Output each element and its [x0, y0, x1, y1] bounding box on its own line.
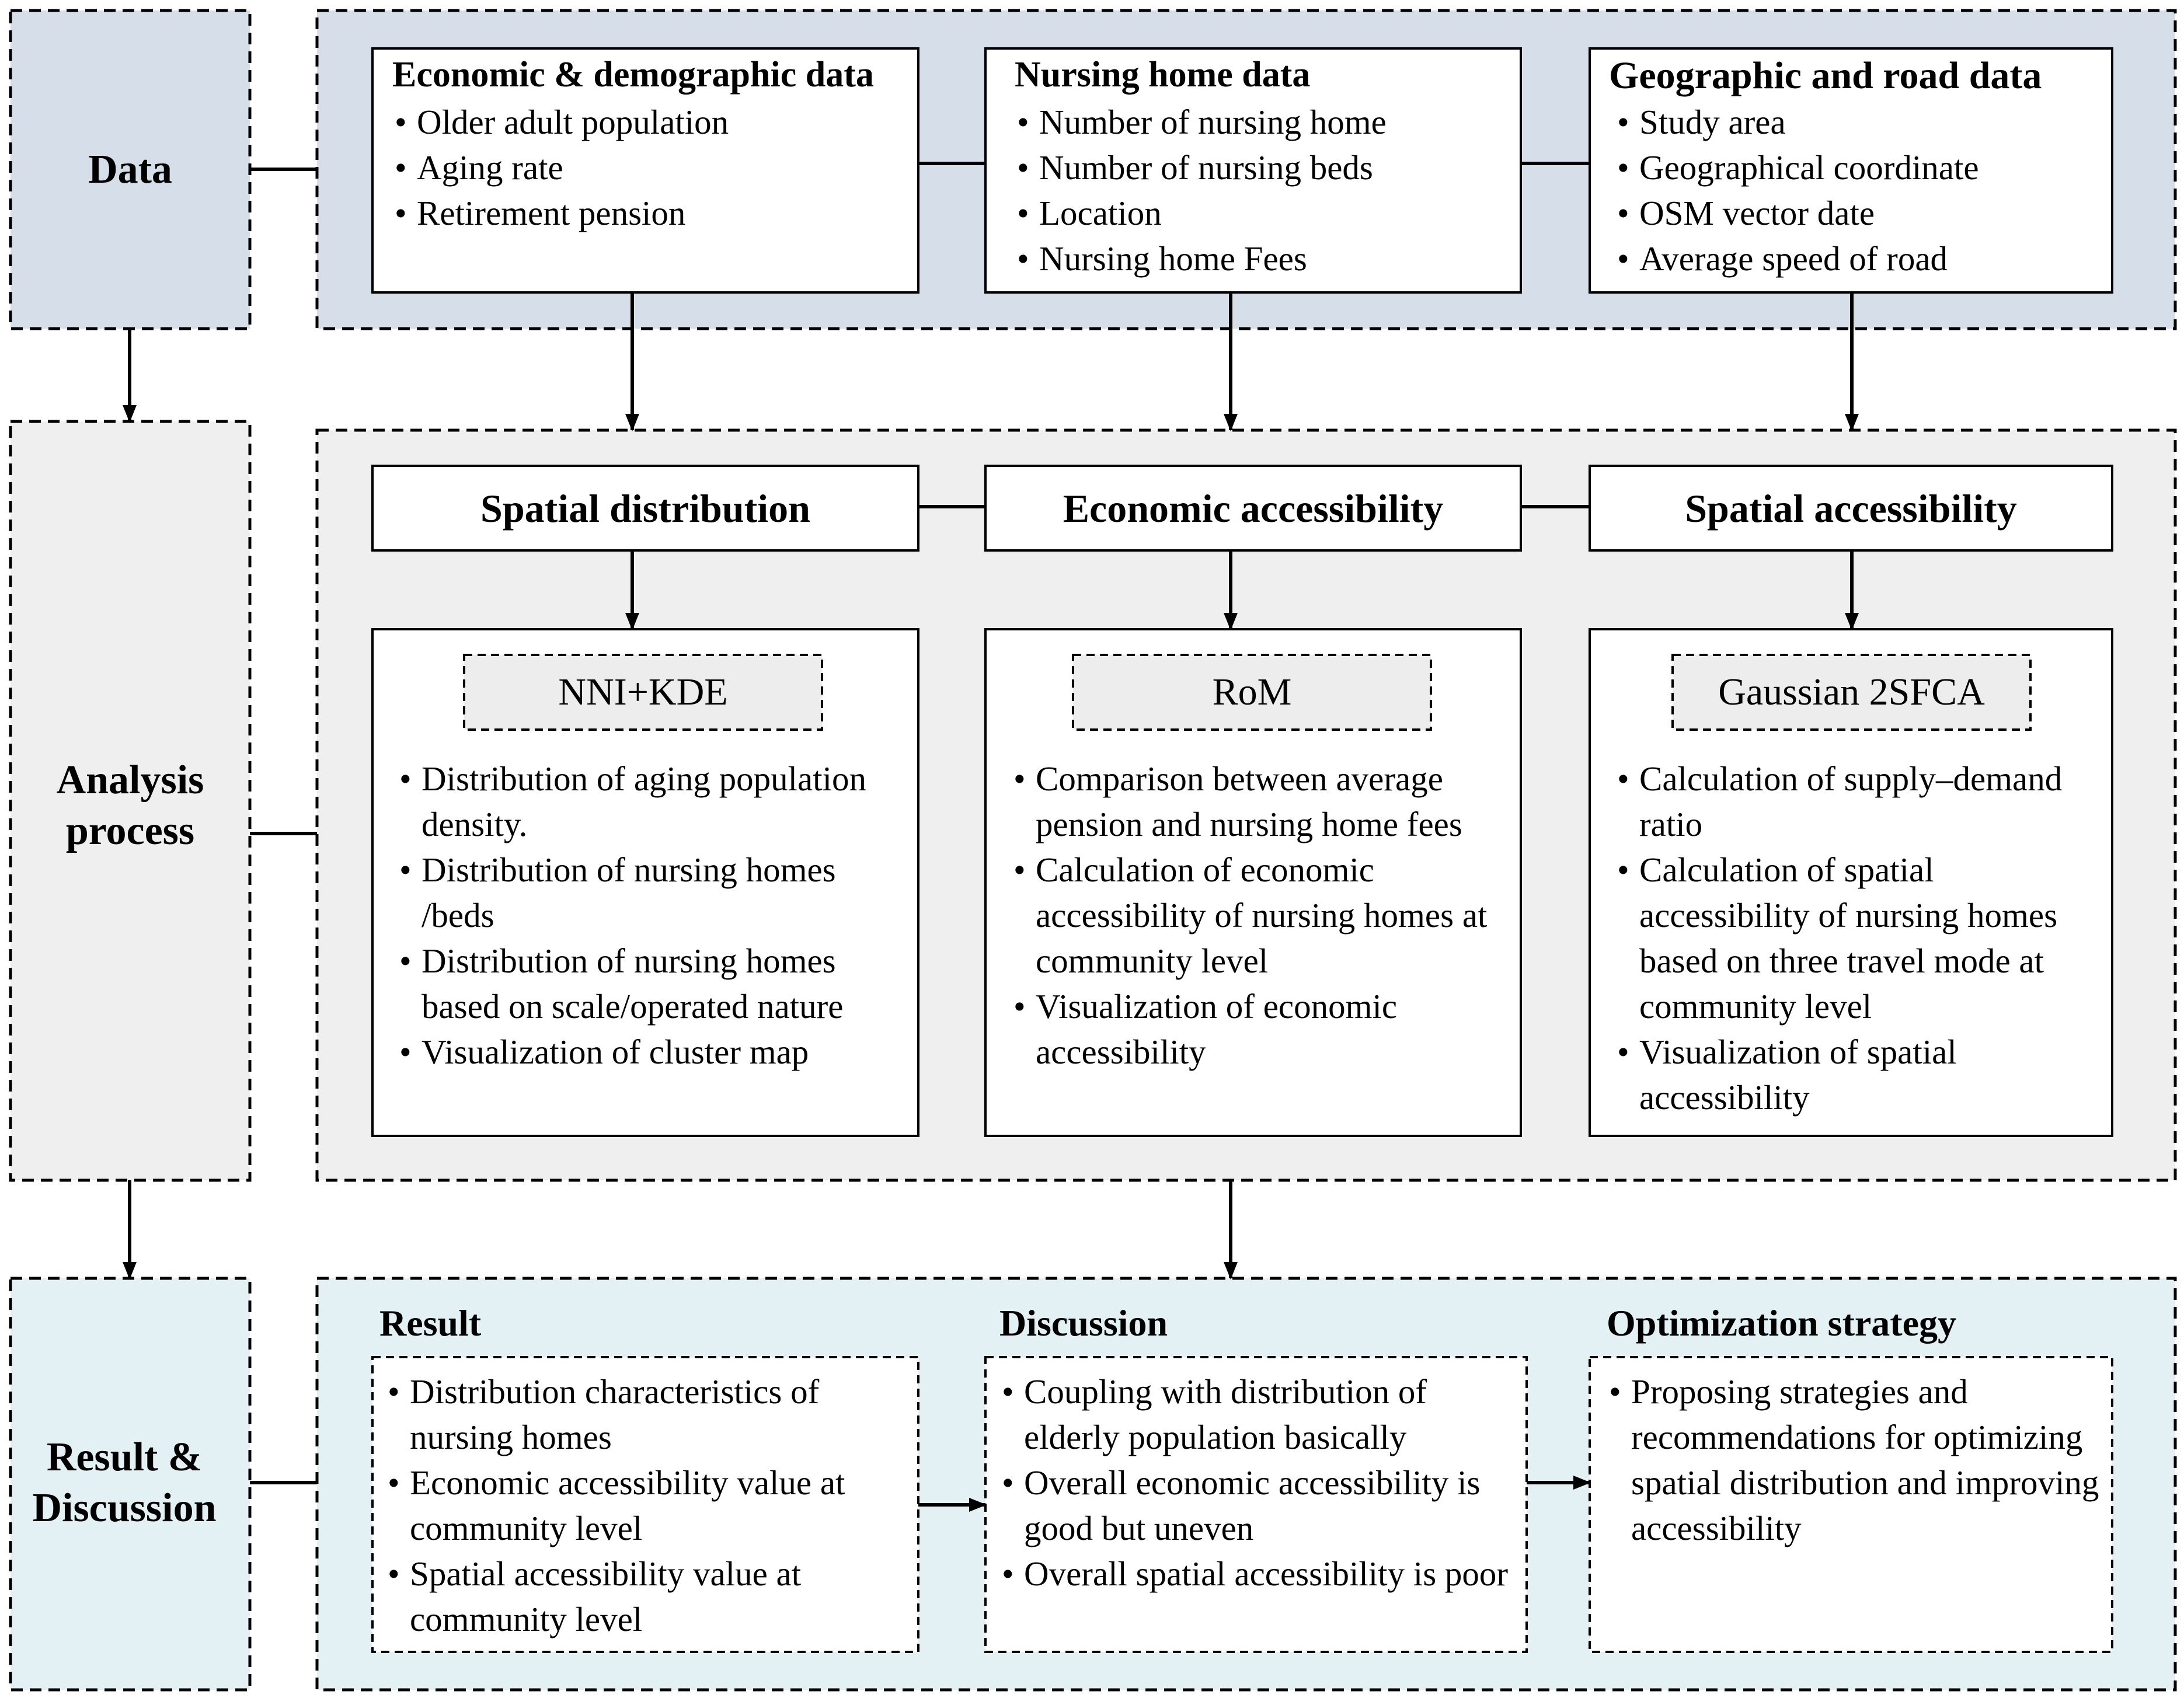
- result-label-panel: [9, 1277, 252, 1692]
- head-box-economic-accessibility: [984, 465, 1522, 552]
- analysis-head-spatial-distribution: Spatial distribution: [480, 486, 810, 531]
- list-item: Retirement pension: [392, 190, 906, 236]
- head-box-spatial-distribution: [371, 465, 919, 552]
- list-item: Aging rate: [392, 145, 906, 190]
- data-label-panel: [9, 9, 252, 330]
- method-list-1: Distribution of aging population density…: [397, 756, 899, 1075]
- result-list-3: Proposing strategies and recommendations…: [1607, 1369, 2103, 1551]
- section-label-result: Result & Discussion: [32, 1434, 217, 1531]
- result-title-optimization: Optimization strategy: [1607, 1302, 1956, 1344]
- head-box-spatial-accessibility: [1589, 465, 2113, 552]
- data-box-list-geographic: Study area Geographical coordinate OSM v…: [1615, 99, 2105, 281]
- list-item: Spatial accessibility value at community…: [385, 1551, 911, 1642]
- list-item: Proposing strategies and recommendations…: [1607, 1369, 2103, 1551]
- section-label-analysis: Analysis process: [56, 757, 204, 854]
- analysis-head-economic-accessibility: Economic accessibility: [1063, 486, 1444, 531]
- list-item: Calculation of spatial accessibility of …: [1615, 847, 2106, 1029]
- method-tag-nni-kde: NNI+KDE: [558, 671, 728, 713]
- list-item: Number of nursing beds: [1015, 145, 1511, 190]
- list-item: Calculation of economic accessibility of…: [1011, 847, 1513, 984]
- method-list-2: Comparison between average pension and n…: [1011, 756, 1513, 1075]
- data-box-title-geographic: Geographic and road data: [1609, 54, 2042, 97]
- method-list-3: Calculation of supply–demand ratio Calcu…: [1615, 756, 2106, 1120]
- list-item: Calculation of supply–demand ratio: [1615, 756, 2106, 847]
- list-item: Visualization of cluster map: [397, 1029, 899, 1075]
- result-list-1: Distribution characteristics of nursing …: [385, 1369, 911, 1642]
- data-box-title-nursing: Nursing home data: [1015, 55, 1311, 95]
- analysis-head-spatial-accessibility: Spatial accessibility: [1685, 486, 2017, 531]
- analysis-label-panel: [9, 420, 252, 1182]
- result-title-discussion: Discussion: [999, 1302, 1168, 1344]
- data-box-title-economic: Economic & demographic data: [392, 55, 874, 95]
- list-item: Distribution of aging population density…: [397, 756, 899, 847]
- tag-box-1: [463, 654, 823, 731]
- section-label-data: Data: [88, 147, 172, 192]
- list-item: Economic accessibility value at communit…: [385, 1460, 911, 1551]
- list-item: Comparison between average pension and n…: [1011, 756, 1513, 847]
- list-item: Average speed of road: [1615, 236, 2105, 281]
- tag-box-2: [1072, 654, 1432, 731]
- list-item: Overall spatial accessibility is poor: [999, 1551, 1519, 1596]
- list-item: Nursing home Fees: [1015, 236, 1511, 281]
- list-item: Older adult population: [392, 99, 906, 145]
- list-item: Geographical coordinate: [1615, 145, 2105, 190]
- method-tag-rom: RoM: [1212, 671, 1292, 713]
- result-title-result: Result: [379, 1302, 482, 1344]
- list-item: OSM vector date: [1615, 190, 2105, 236]
- list-item: Distribution of nursing homes based on s…: [397, 938, 899, 1029]
- list-item: Visualization of economic accessibility: [1011, 984, 1513, 1075]
- list-item: Overall economic accessibility is good b…: [999, 1460, 1519, 1551]
- data-box-list-nursing: Number of nursing home Number of nursing…: [1015, 99, 1511, 281]
- list-item: Visualization of spatial accessibility: [1615, 1029, 2106, 1120]
- list-item: Distribution characteristics of nursing …: [385, 1369, 911, 1460]
- list-item: Study area: [1615, 99, 2105, 145]
- list-item: Number of nursing home: [1015, 99, 1511, 145]
- method-tag-gaussian-2sfca: Gaussian 2SFCA: [1718, 671, 1985, 713]
- list-item: Location: [1015, 190, 1511, 236]
- result-list-2: Coupling with distribution of elderly po…: [999, 1369, 1519, 1596]
- tag-box-3: [1671, 654, 2032, 731]
- list-item: Coupling with distribution of elderly po…: [999, 1369, 1519, 1460]
- data-box-list-economic: Older adult population Aging rate Retire…: [392, 99, 906, 236]
- list-item: Distribution of nursing homes /beds: [397, 847, 899, 938]
